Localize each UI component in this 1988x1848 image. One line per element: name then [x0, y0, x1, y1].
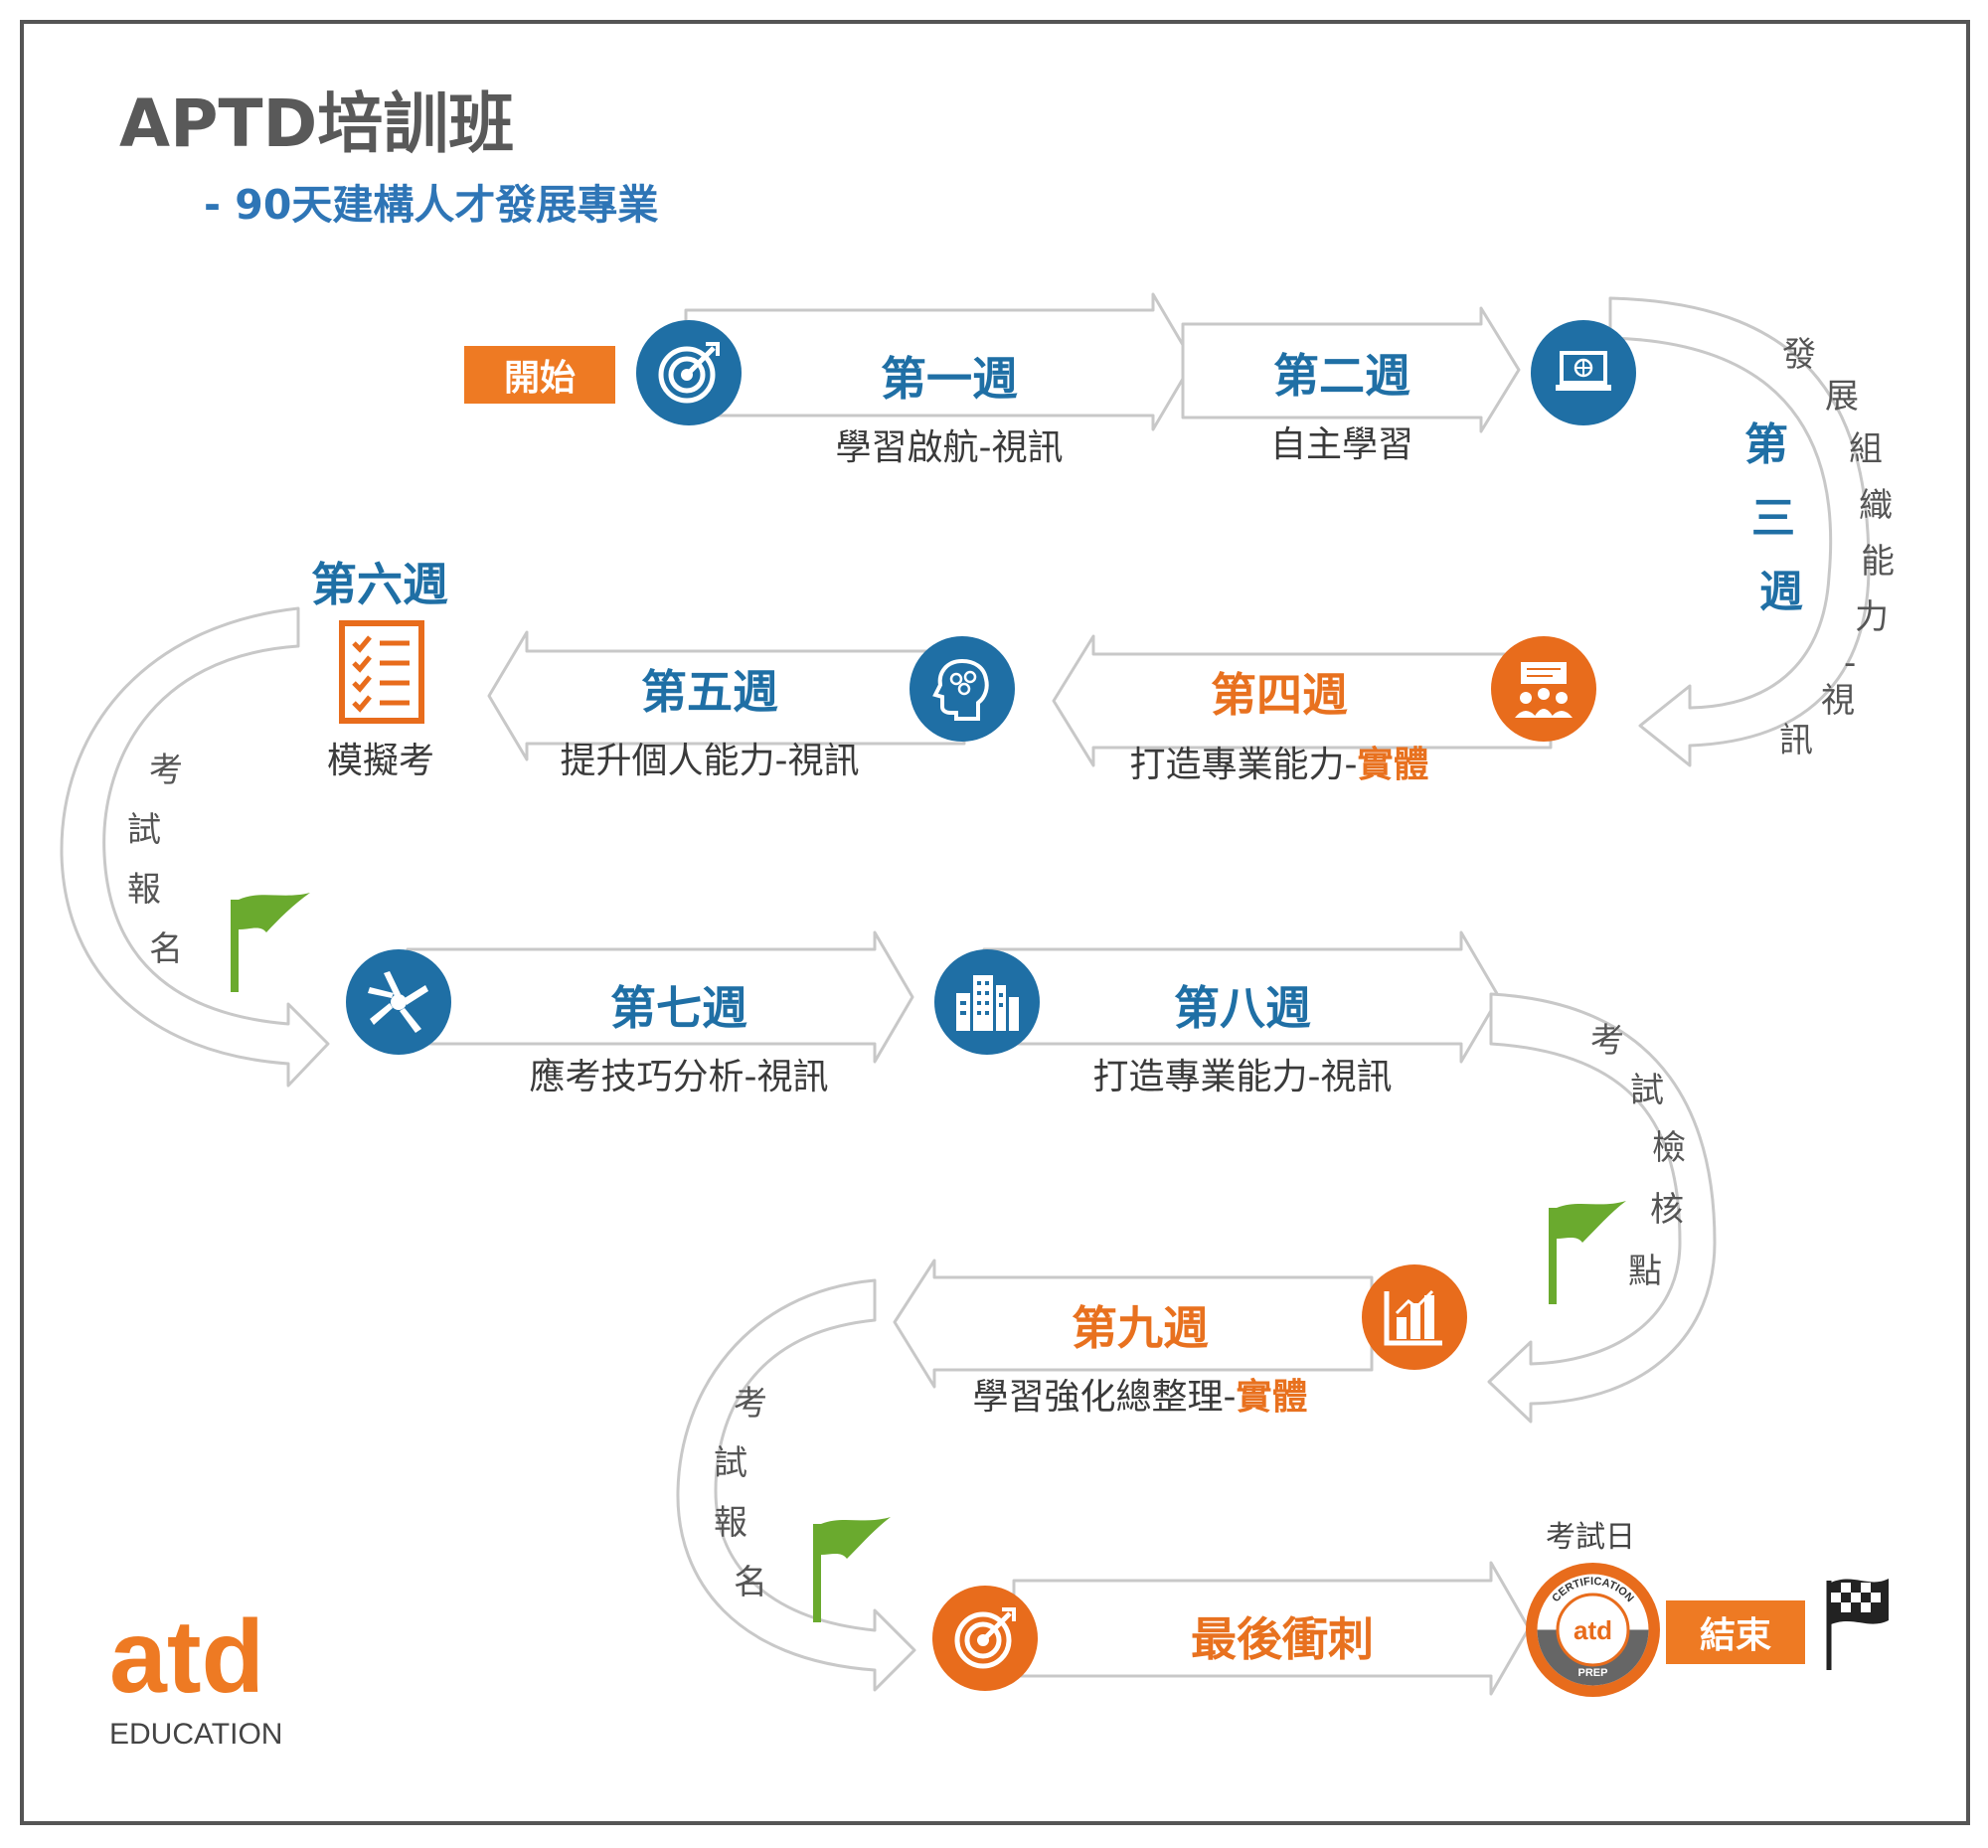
week2-title: 第二週	[1273, 349, 1410, 403]
arrow-week8	[982, 930, 1501, 1064]
week4-title: 第四週	[1211, 668, 1348, 722]
week9-desc-highlight: 實體	[1236, 1377, 1308, 1418]
week3-desc-char: 發	[1782, 335, 1816, 375]
buildings-icon	[934, 949, 1040, 1055]
registration2-char: 報	[714, 1503, 747, 1543]
arrow-week2	[1181, 306, 1521, 433]
registration1-char: 名	[149, 929, 183, 969]
logo-sub-text: EDUCATION	[109, 1718, 282, 1751]
checkpoint-char: 檢	[1652, 1128, 1686, 1168]
week3-desc-char: 訊	[1779, 721, 1813, 760]
certification-badge: CERTIFICATION atd PREP	[1526, 1563, 1660, 1697]
week4-desc: 打造專業能力-實體	[1129, 748, 1428, 783]
badge-bottom-text: PREP	[1578, 1667, 1608, 1679]
week8-title: 第八週	[1174, 981, 1311, 1035]
week7-title: 第七週	[610, 981, 747, 1035]
arrow-week1	[684, 292, 1195, 431]
week9-desc: 學習強化總整理-實體	[972, 1380, 1307, 1416]
flag-icon	[1549, 1201, 1626, 1304]
week1-desc: 學習啟航-視訊	[835, 427, 1064, 468]
flag-icon	[813, 1517, 891, 1622]
week3-desc-char: 組	[1849, 429, 1883, 469]
page-title: APTD培訓班	[119, 85, 515, 162]
badge-center-text: atd	[1574, 1615, 1612, 1645]
registration2-char: 名	[734, 1563, 767, 1602]
week3-desc-char: 能	[1861, 542, 1895, 582]
week6-desc: 模擬考	[326, 741, 435, 781]
target-icon	[636, 320, 742, 425]
checkered-flag-icon	[1826, 1579, 1889, 1670]
end-button[interactable]: 結束	[1666, 1600, 1805, 1664]
week3-desc-char: -	[1844, 643, 1857, 683]
week3-desc-char: 織	[1859, 486, 1893, 526]
exam-day-label: 考試日	[1546, 1520, 1635, 1555]
week3-desc-char: 力	[1855, 597, 1889, 637]
page-subtitle: - 90天建構人才發展專業	[204, 181, 659, 229]
registration2-char: 考	[734, 1384, 767, 1424]
atd-education-logo: atd EDUCATION	[109, 1599, 288, 1756]
week9-title: 第九週	[1072, 1301, 1209, 1355]
presentation-icon	[1491, 636, 1596, 742]
registration1-char: 試	[127, 810, 161, 850]
week5-desc: 提升個人能力-視訊	[560, 741, 860, 781]
registration1-char: 考	[149, 751, 183, 790]
checkpoint-char: 點	[1628, 1252, 1662, 1291]
checkpoint-char: 核	[1650, 1190, 1684, 1230]
arrow-week9	[893, 1259, 1374, 1389]
arrow-week4	[1052, 634, 1553, 767]
final-sprint-title: 最後衝刺	[1191, 1612, 1374, 1666]
week6-title: 第六週	[311, 558, 448, 611]
teamwork-hands-icon	[346, 949, 451, 1055]
green-flags	[231, 893, 1626, 1622]
week1-title: 第一週	[881, 352, 1018, 406]
arrow-final-sprint	[1012, 1561, 1531, 1696]
outer-frame	[20, 20, 1970, 1825]
week4-desc-highlight: 實體	[1357, 745, 1429, 785]
curve-registration-2	[676, 1278, 916, 1692]
curve-week3	[1608, 296, 1871, 767]
arrow-week7	[406, 930, 914, 1064]
registration2-char: 試	[714, 1443, 747, 1483]
arrow-week5	[487, 630, 966, 761]
week8-desc: 打造專業能力-視訊	[1092, 1057, 1393, 1097]
registration1-char: 報	[127, 870, 161, 910]
checklist-icon	[334, 616, 429, 728]
target-icon	[932, 1586, 1038, 1691]
start-button[interactable]: 開始	[464, 346, 615, 404]
laptop-icon	[1531, 320, 1636, 425]
curve-checkpoint	[1487, 992, 1717, 1424]
week5-title: 第五週	[641, 665, 778, 719]
week3-title-char: 週	[1759, 567, 1803, 617]
week3-desc-char: 展	[1825, 377, 1859, 417]
logo-brand-text: atd	[109, 1602, 264, 1715]
checkpoint-char: 試	[1630, 1071, 1664, 1110]
week3-desc-char: 視	[1821, 681, 1855, 721]
week2-desc: 自主學習	[1269, 424, 1414, 465]
week7-desc: 應考技巧分析-視訊	[529, 1057, 829, 1097]
bar-chart-icon	[1362, 1264, 1467, 1370]
week9-desc-main: 學習強化總整理-	[972, 1377, 1237, 1418]
week4-desc-main: 打造專業能力-	[1129, 745, 1358, 785]
flag-icon	[231, 893, 310, 992]
week3-title-char: 三	[1751, 493, 1795, 544]
week3-title-char: 第	[1744, 420, 1788, 470]
brain-icon	[910, 636, 1015, 742]
curve-registration-1	[60, 606, 330, 1088]
checkpoint-char: 考	[1590, 1021, 1624, 1061]
